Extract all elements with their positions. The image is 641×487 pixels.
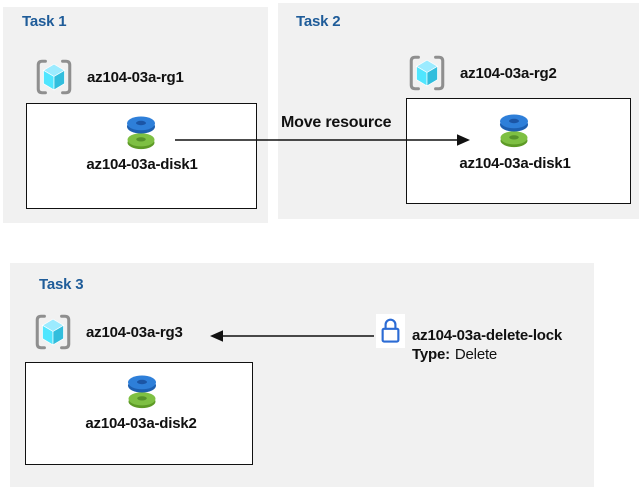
lock-icon <box>376 314 405 348</box>
task2-resource-group: az104-03a-rg2 <box>406 52 557 94</box>
lock-type-line: Type:Delete <box>412 346 497 363</box>
delete-lock-label: az104-03a-delete-lock <box>412 327 563 344</box>
task3-rg-label: az104-03a-rg3 <box>86 323 183 341</box>
task1-resource-group: az104-03a-rg1 <box>33 56 184 98</box>
disk-icon <box>127 116 155 150</box>
task1-title: Task 1 <box>22 13 67 30</box>
resource-group-icon <box>409 55 445 91</box>
resource-group-icon <box>36 59 72 95</box>
task3-resource-group: az104-03a-rg3 <box>32 311 183 353</box>
disk-icon <box>500 114 528 148</box>
task2-disk-label: az104-03a-disk1 <box>459 155 571 172</box>
task2-title: Task 2 <box>296 13 341 30</box>
resource-group-icon <box>35 314 71 350</box>
task3-disk-label: az104-03a-disk2 <box>85 415 197 432</box>
task1-disk-label: az104-03a-disk1 <box>86 156 198 173</box>
move-resource-label: Move resource <box>281 114 392 131</box>
task1-rg-label: az104-03a-rg1 <box>87 68 184 86</box>
task3-title: Task 3 <box>39 276 84 293</box>
lock-type-label: Type: <box>412 346 450 363</box>
lock-type-value: Delete <box>454 346 498 363</box>
disk-icon <box>128 375 156 409</box>
task2-rg-label: az104-03a-rg2 <box>460 64 557 82</box>
